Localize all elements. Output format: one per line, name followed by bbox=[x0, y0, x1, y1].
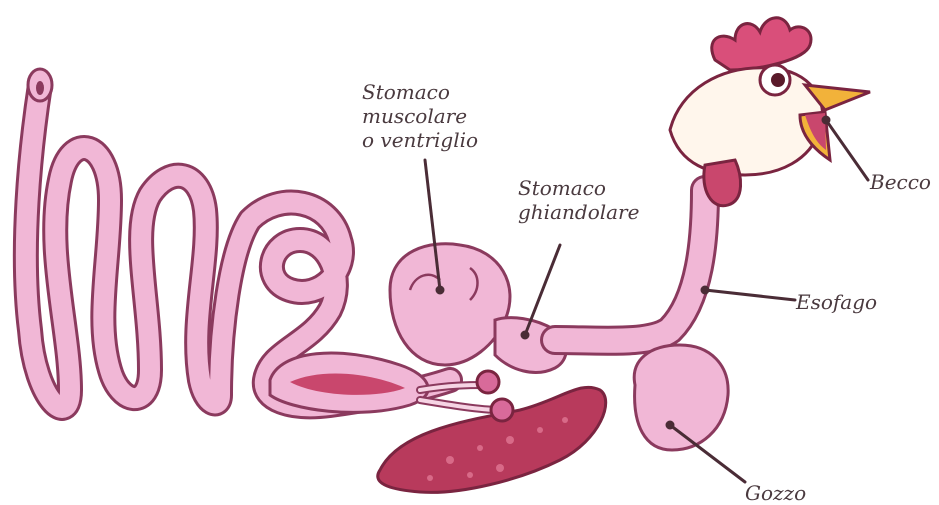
label-stomaco-muscolare: Stomaco muscolare o ventriglio bbox=[362, 80, 478, 152]
leader-ghiandolare bbox=[525, 245, 560, 335]
label-becco: Becco bbox=[870, 170, 931, 194]
label-line: ghiandolare bbox=[518, 200, 639, 224]
leader-esofago bbox=[705, 290, 795, 300]
leader-becco bbox=[826, 120, 868, 180]
gizzard bbox=[390, 244, 510, 365]
pancreas-lobe bbox=[477, 371, 499, 393]
label-line: o ventriglio bbox=[362, 128, 478, 152]
label-line: Stomaco bbox=[518, 176, 639, 200]
label-stomaco-ghiandolare: Stomaco ghiandolare bbox=[518, 176, 639, 224]
label-line: muscolare bbox=[362, 104, 478, 128]
label-esofago: Esofago bbox=[796, 290, 877, 314]
label-gozzo: Gozzo bbox=[745, 481, 806, 505]
label-line: Stomaco bbox=[362, 80, 478, 104]
wattle bbox=[704, 160, 741, 206]
comb bbox=[712, 18, 811, 70]
